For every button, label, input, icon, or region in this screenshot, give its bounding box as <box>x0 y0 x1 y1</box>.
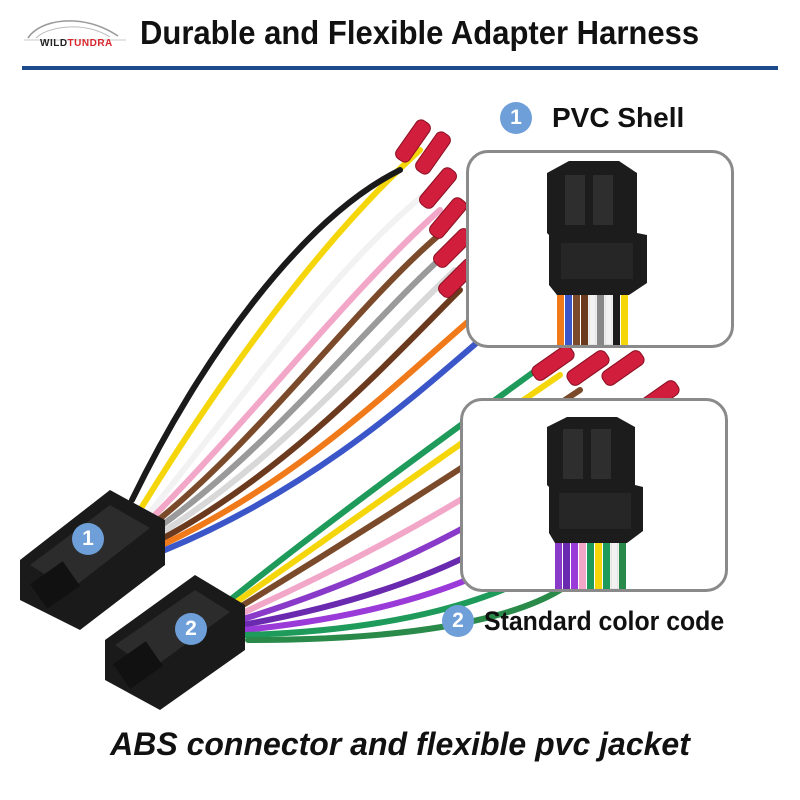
connector-badge-2: 2 <box>175 613 207 645</box>
inset-color-code <box>460 398 728 592</box>
inset-pvc-shell <box>466 150 734 348</box>
callout-badge-2: 2 <box>442 605 474 637</box>
callout-label-1: PVC Shell <box>552 102 685 133</box>
harness-photo <box>20 119 680 710</box>
connector-badge-1: 1 <box>72 523 104 555</box>
pvc-shell-closeup <box>547 161 647 345</box>
callout-badge-1: 1 <box>500 102 532 134</box>
brand-logo: WILDTUNDRA <box>22 16 132 54</box>
connector-1 <box>20 490 165 630</box>
page-title: Durable and Flexible Adapter Harness <box>140 14 700 51</box>
callout-label-2: Standard color code <box>484 606 725 636</box>
caption: ABS connector and flexible pvc jacket <box>110 726 690 762</box>
header-divider <box>22 66 778 70</box>
connector-2 <box>105 575 245 710</box>
logo-text: WILDTUNDRA <box>40 38 113 49</box>
car-logo-icon <box>24 20 126 41</box>
color-code-closeup <box>547 417 643 589</box>
